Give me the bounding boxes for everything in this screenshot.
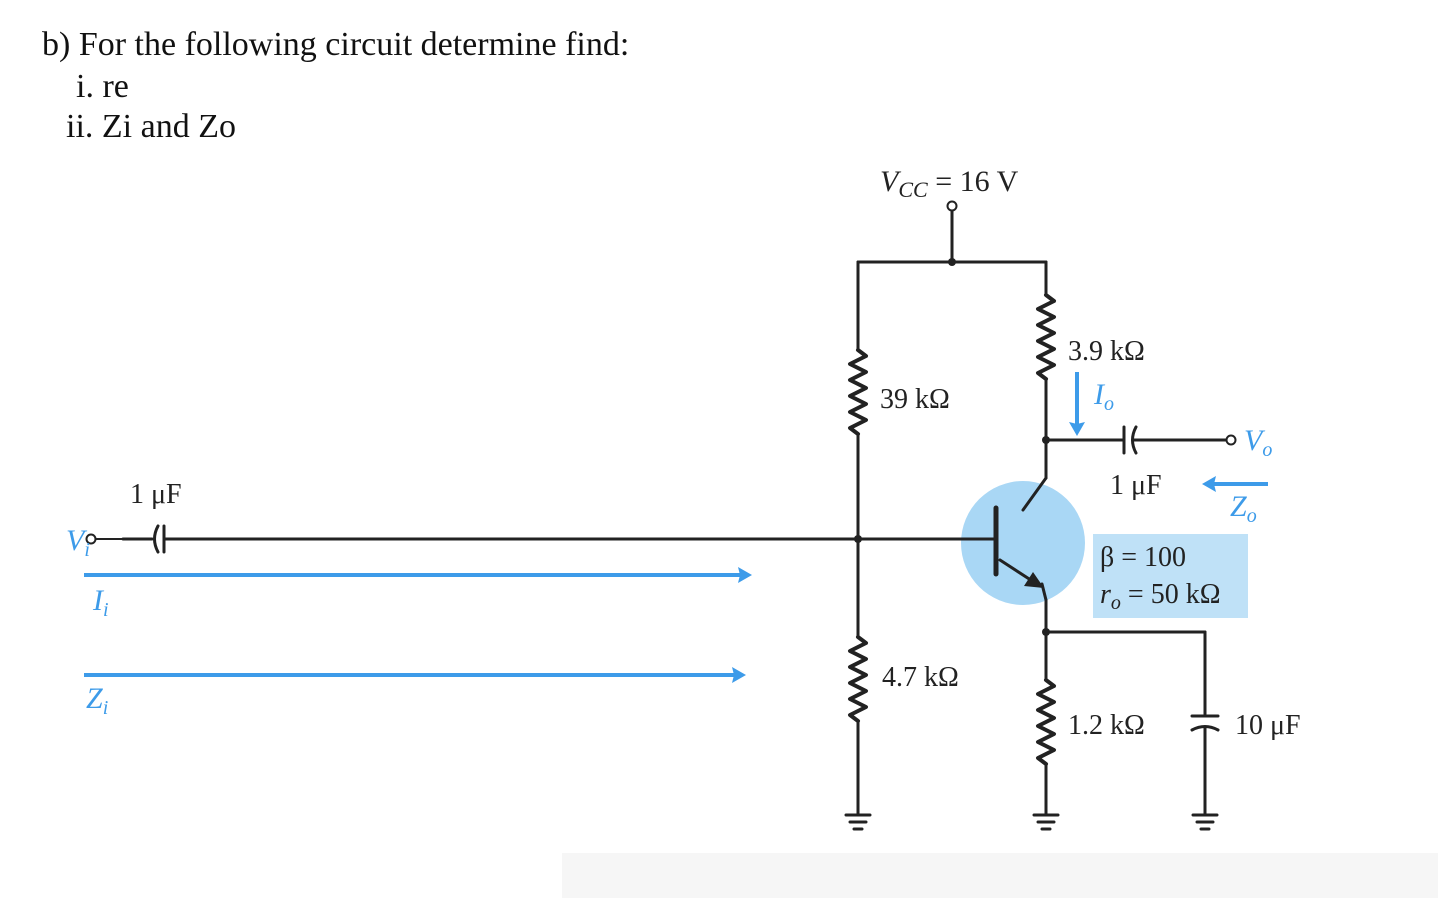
question-title: b) For the following circuit determine f… <box>42 26 630 63</box>
junction-dot <box>1042 628 1050 636</box>
rc-label: 3.9 kΩ <box>1068 336 1145 367</box>
ii-arrow-head <box>738 567 752 583</box>
ii-label: Ii <box>92 584 109 621</box>
r2-resistor <box>848 635 868 723</box>
vi-label: Vi <box>66 524 90 561</box>
question-part-1: i. re <box>76 68 129 105</box>
transistor-params-box <box>1093 534 1248 618</box>
vcc-label: VCC = 16 V <box>880 165 1019 202</box>
zo-label: Zo <box>1230 490 1257 527</box>
io-arrow-head <box>1069 422 1085 436</box>
r1-label: 39 kΩ <box>880 384 950 415</box>
ro-label: ro = 50 kΩ <box>1100 579 1221 614</box>
vo-label: Vo <box>1244 424 1272 461</box>
question-part-2: ii. Zi and Zo <box>66 108 236 145</box>
c-out-label: 1 μF <box>1110 470 1162 501</box>
rc-resistor <box>1036 293 1056 381</box>
zi-arrow-head <box>732 667 746 683</box>
c-in-plate-left <box>153 524 160 554</box>
r1-resistor <box>848 348 868 436</box>
c-in-label: 1 μF <box>130 479 182 510</box>
re-label: 1.2 kΩ <box>1068 710 1145 741</box>
zo-arrow-head <box>1202 476 1216 492</box>
vcc-terminal <box>946 200 958 212</box>
zi-label: Zi <box>86 682 108 719</box>
collector-lead <box>1021 476 1048 512</box>
transistor-body <box>961 481 1085 605</box>
junction-dot <box>1042 436 1050 444</box>
r2-label: 4.7 kΩ <box>882 662 959 693</box>
vo-terminal <box>1225 434 1237 446</box>
ground-symbol-r2 <box>844 813 872 831</box>
io-label: Io <box>1093 378 1114 415</box>
junction-dot <box>948 258 956 266</box>
ground-symbol-ce <box>1191 813 1219 831</box>
beta-label: β = 100 <box>1100 542 1186 573</box>
junction-dot <box>854 535 862 543</box>
ground-symbol-re <box>1032 813 1060 831</box>
ce-label: 10 μF <box>1235 710 1301 741</box>
emitter-arrow-icon <box>1024 572 1044 588</box>
re-resistor <box>1036 678 1056 766</box>
bottom-band <box>562 853 1438 898</box>
